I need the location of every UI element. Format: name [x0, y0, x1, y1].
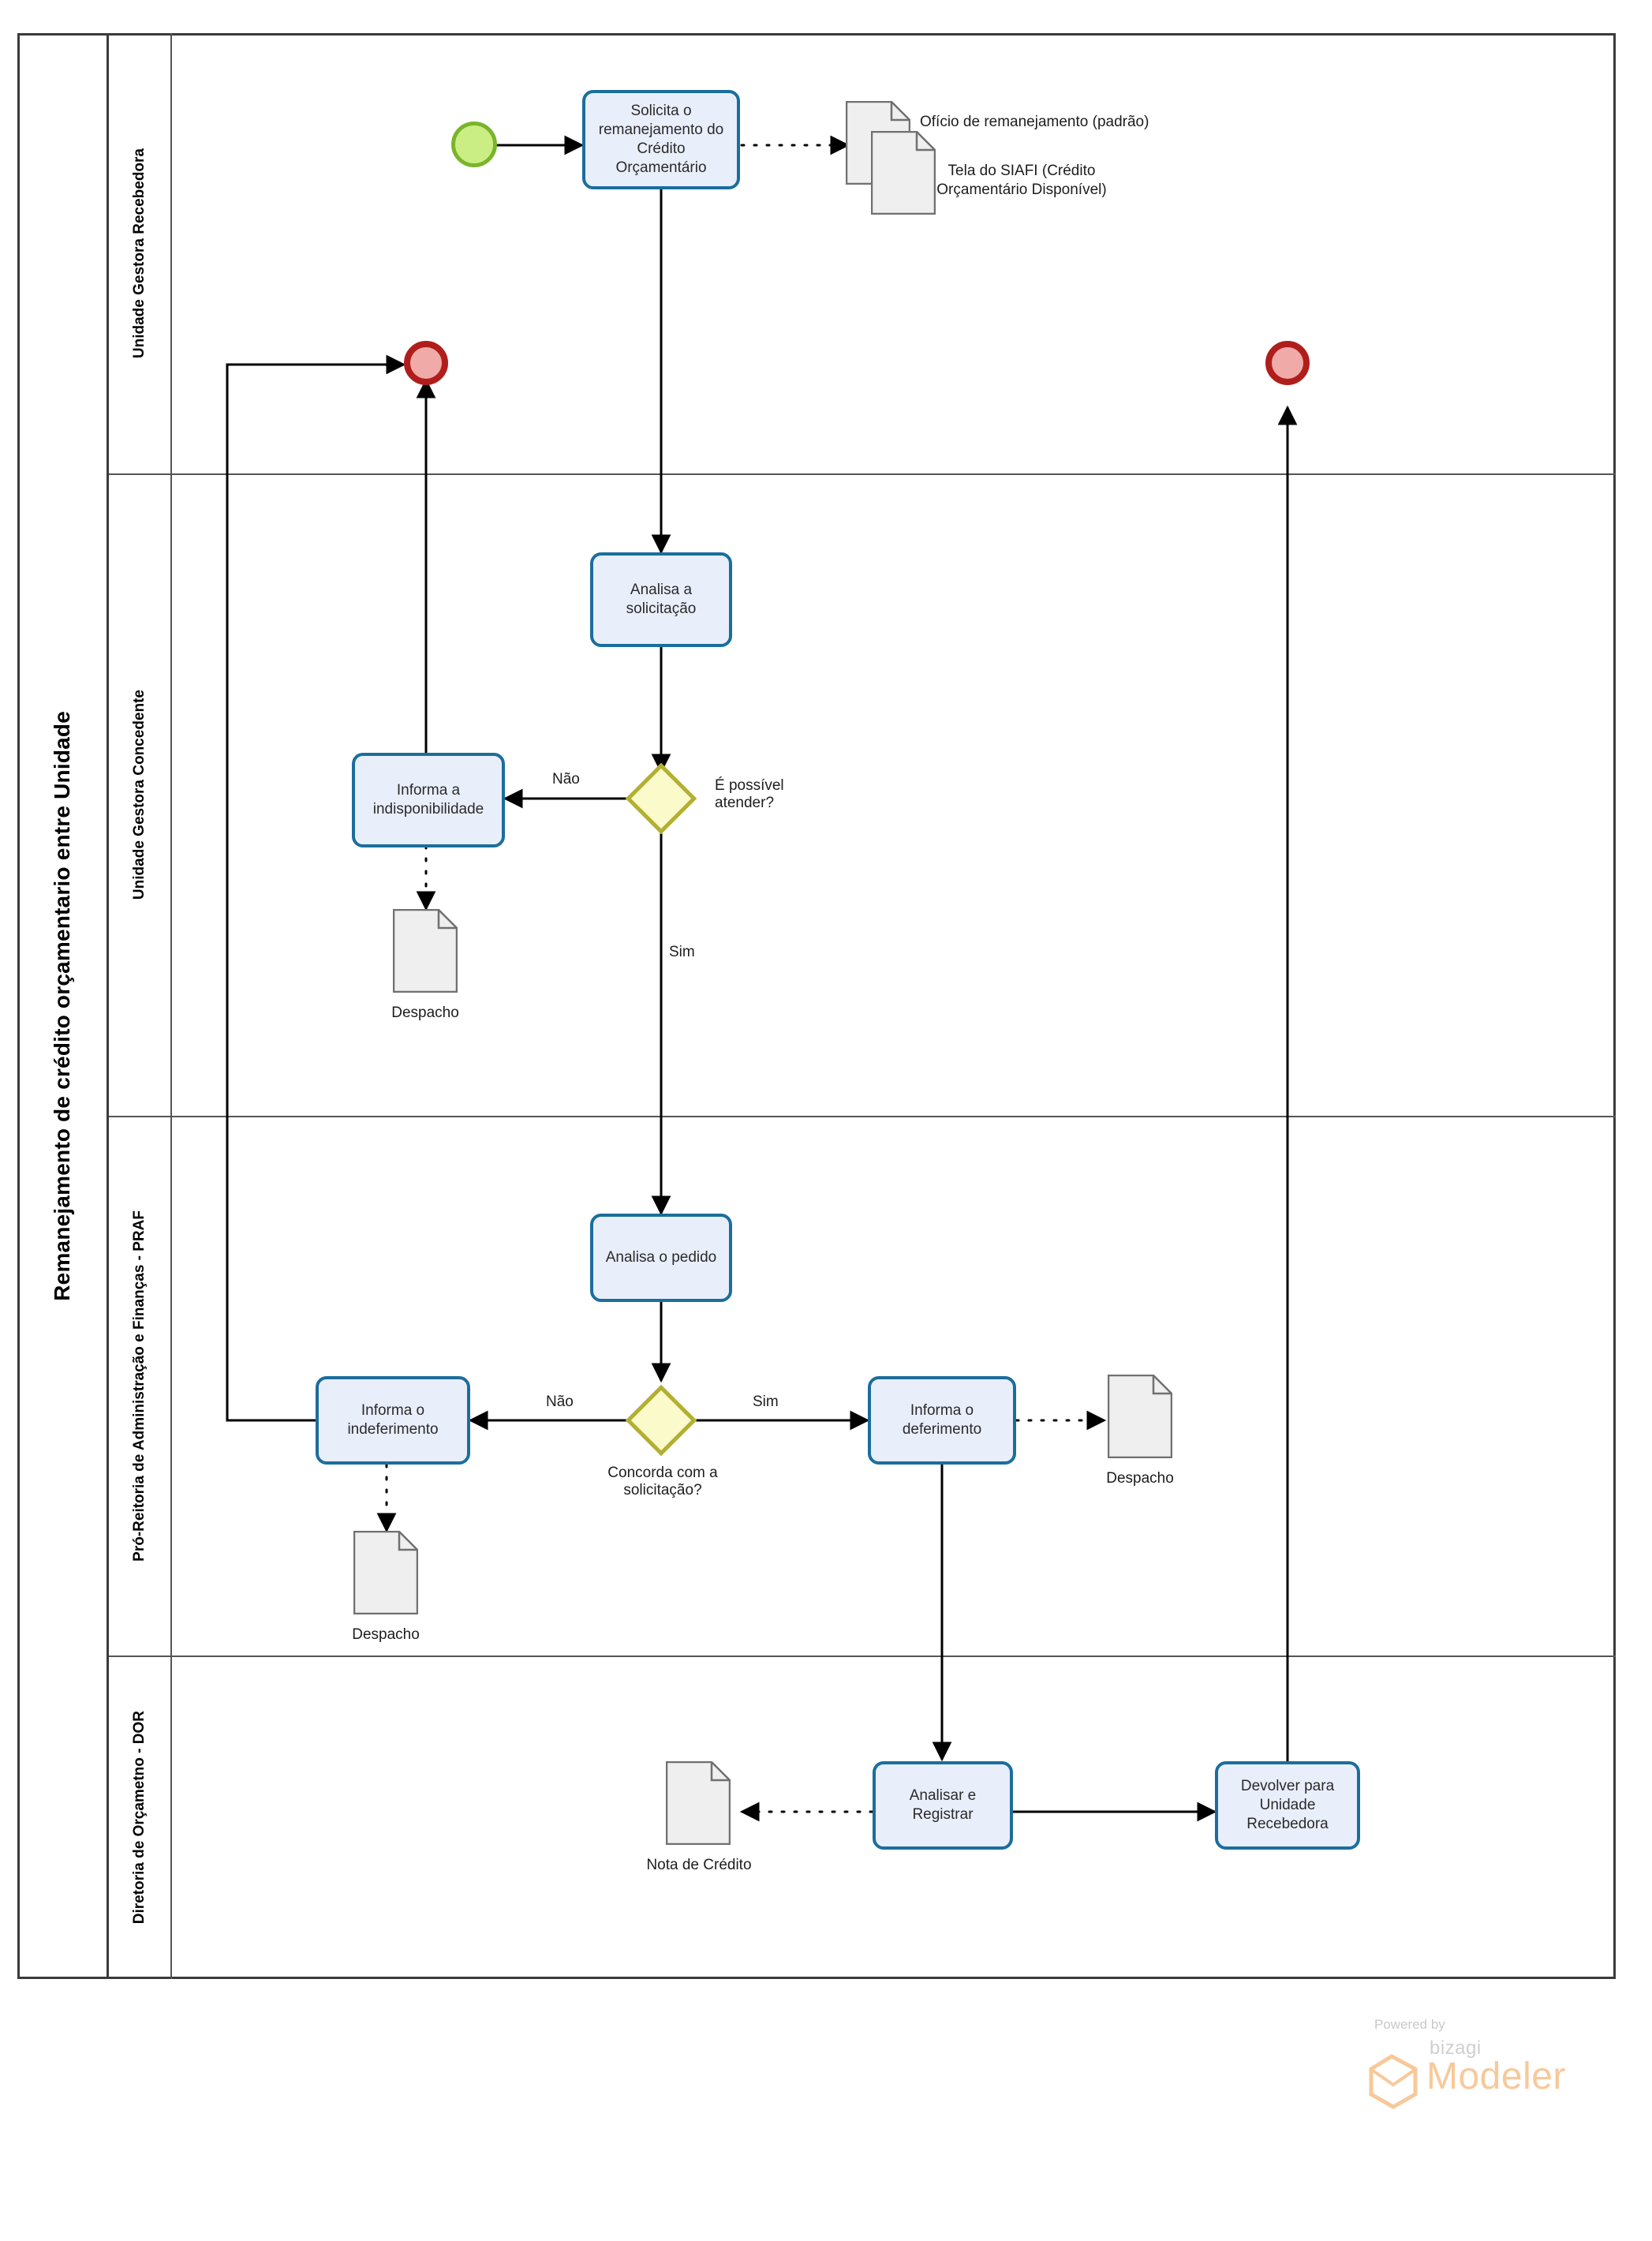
document-despacho-deferimento — [1108, 1375, 1172, 1458]
gateway-label-possivel-atender: É possível atender? — [715, 777, 784, 811]
task-label: Analisa o pedido — [605, 1249, 717, 1266]
pool-title-label: Remanejamento de crédito orçamentario en… — [49, 711, 74, 1301]
document-label-despacho-deferimento: Despacho — [1106, 1470, 1174, 1487]
document-label-despacho-concedente: Despacho — [391, 1005, 459, 1021]
task-label: Analisa a solicitação — [626, 582, 697, 617]
document-despacho-concedente — [393, 909, 458, 993]
flow-label-g2-nao: Não — [546, 1394, 574, 1410]
task-label: Devolver para Unidade Recebedora — [1240, 1778, 1335, 1832]
lane-title-praf: Pró-Reitoria de Administração e Finanças… — [109, 1116, 170, 1655]
task-label: Solicita o remanejamento do Crédito Orça… — [598, 103, 724, 176]
lane-label-concedente: Unidade Gestora Concedente — [131, 689, 148, 900]
task-informa-deferimento[interactable]: Informa o deferimento — [868, 1376, 1016, 1465]
watermark-product: Modeler — [1426, 2056, 1566, 2097]
end-event-1[interactable] — [404, 341, 448, 385]
flow-label-g1-sim: Sim — [669, 944, 695, 960]
document-despacho-indeferimento — [353, 1531, 418, 1614]
task-label: Informa o deferimento — [902, 1402, 982, 1438]
start-event[interactable] — [451, 122, 497, 167]
task-label: Informa o indeferimento — [347, 1402, 439, 1438]
lane-label-praf: Pró-Reitoria de Administração e Finanças… — [131, 1210, 148, 1562]
pool-title: Remanejamento de crédito orçamentario en… — [17, 33, 109, 1979]
end-event-2[interactable] — [1265, 341, 1310, 385]
bizagi-logo-icon — [1365, 2052, 1422, 2116]
document-label-siafi: Tela do SIAFI (Crédito Orçamentário Disp… — [936, 163, 1107, 199]
lane-separator-3 — [109, 1655, 1616, 1657]
lane-label-dor: Diretoria de Orçametno - DOR — [131, 1710, 148, 1925]
document-label-oficio: Ofício de remanejamento (padrão) — [920, 114, 1149, 130]
task-solicita-remanejamento[interactable]: Solicita o remanejamento do Crédito Orça… — [582, 90, 740, 189]
document-nota-credito — [666, 1761, 731, 1845]
task-analisar-registrar[interactable]: Analisar e Registrar — [873, 1761, 1013, 1850]
bizagi-watermark: Powered by bizagi Modeler — [1351, 2017, 1587, 2119]
task-devolver-unidade-recebedora[interactable]: Devolver para Unidade Recebedora — [1215, 1761, 1360, 1850]
task-label: Analisar e Registrar — [909, 1787, 977, 1823]
task-label: Informa a indisponibilidade — [372, 782, 484, 817]
lane-separator-1 — [109, 473, 1616, 475]
document-label-nota-credito: Nota de Crédito — [646, 1857, 752, 1873]
lane-separator-2 — [109, 1116, 1616, 1117]
watermark-brand: bizagi — [1430, 2037, 1482, 2059]
pool-container — [17, 33, 1616, 1979]
watermark-powered-by: Powered by — [1374, 2017, 1445, 2032]
lane-title-recebedora: Unidade Gestora Recebedora — [109, 33, 170, 473]
flow-label-g2-sim: Sim — [753, 1394, 779, 1410]
task-informa-indeferimento[interactable]: Informa o indeferimento — [316, 1376, 470, 1465]
task-informa-indisponibilidade[interactable]: Informa a indisponibilidade — [352, 753, 505, 847]
task-analisa-pedido[interactable]: Analisa o pedido — [590, 1214, 732, 1302]
flow-label-g1-nao: Não — [552, 771, 580, 788]
document-tela-siafi — [871, 131, 936, 215]
lane-title-dor: Diretoria de Orçametno - DOR — [109, 1655, 170, 1979]
lane-title-divider — [170, 33, 172, 1979]
lane-label-recebedora: Unidade Gestora Recebedora — [131, 148, 148, 359]
document-label-despacho-indeferimento: Despacho — [352, 1626, 420, 1643]
lane-title-concedente: Unidade Gestora Concedente — [109, 473, 170, 1116]
task-analisa-solicitacao[interactable]: Analisa a solicitação — [590, 552, 732, 647]
gateway-label-concorda: Concorda com a solicitação? — [607, 1465, 718, 1498]
